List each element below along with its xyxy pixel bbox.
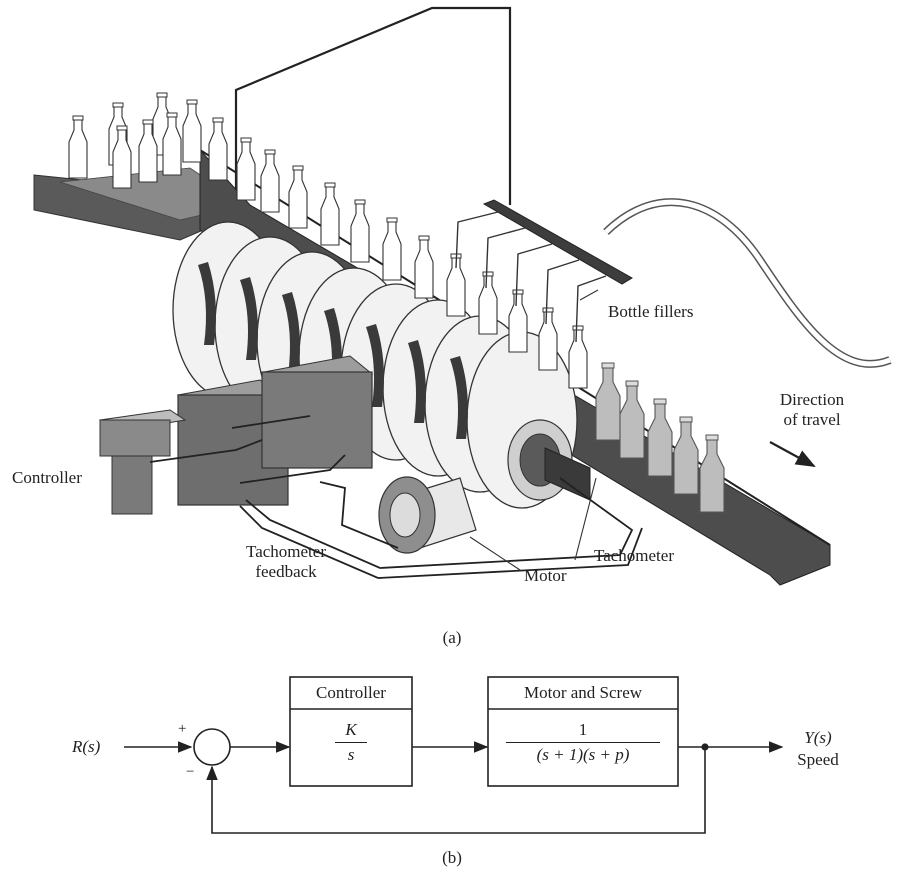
tachometer-feedback-line1: Tachometer [226,542,346,562]
filler-manifold [484,200,632,284]
direction-arrow [770,442,814,466]
output-speed-label: Speed [784,750,852,770]
block-diagram [124,677,782,833]
direction-label-line1: Direction [762,390,862,410]
plant-transfer-function: 1 (s + 1)(s + p) [506,720,660,765]
controller-block-title: Controller [290,683,412,703]
tachometer-feedback-line2: feedback [226,562,346,582]
controller-tf-denominator: s [348,745,355,765]
direction-label: Direction of travel [762,390,862,430]
controller-label: Controller [12,468,82,488]
bottle-fillers-label: Bottle fillers [608,302,693,322]
tachometer-label: Tachometer [594,546,674,566]
controller-transfer-function: K s [335,720,367,765]
plus-sign: + [178,719,186,739]
controller-tf-numerator: K [345,720,356,740]
input-label: R(s) [72,737,100,757]
minus-sign: − [186,762,194,782]
summing-junction [194,729,230,765]
plant-tf-numerator: 1 [579,720,588,740]
plant-tf-denominator: (s + 1)(s + p) [537,745,630,765]
motor-label: Motor [524,566,567,586]
caption-b: (b) [432,848,472,868]
motor-unit [379,477,476,553]
caption-a: (a) [432,628,472,648]
supply-hose [606,202,890,364]
direction-label-line2: of travel [762,410,862,430]
tachometer-feedback-label: Tachometer feedback [226,542,346,582]
output-label: Y(s) [790,728,846,748]
plant-block-title: Motor and Screw [488,683,678,703]
